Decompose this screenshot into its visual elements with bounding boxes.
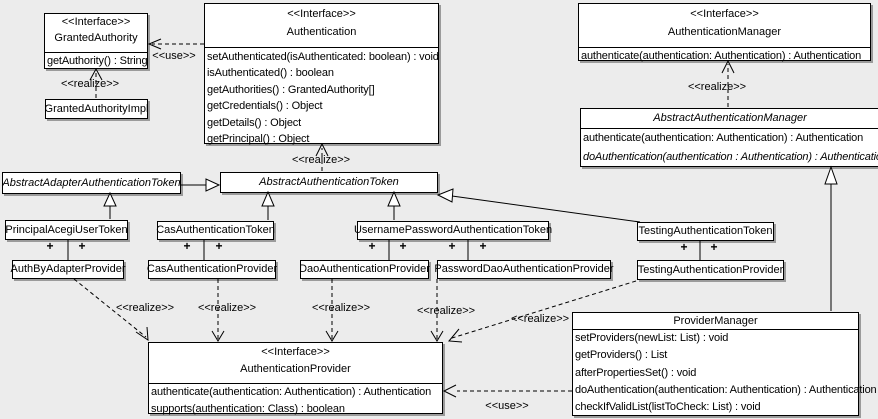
- multiplicity-plus: +: [710, 240, 718, 254]
- class-name: ProviderManager: [573, 313, 858, 330]
- class-name: Authentication: [286, 26, 357, 38]
- class-dao-authentication-provider[interactable]: DaoAuthenticationProvider: [299, 260, 430, 279]
- class-title: <<Interface>> AuthenticationManager: [579, 4, 870, 48]
- realize-label: <<realize>>: [510, 313, 570, 325]
- realize-label: <<realize>>: [311, 302, 371, 314]
- class-title: <<Interface>> AuthenticationProvider: [149, 343, 442, 384]
- class-name: PrincipalAcegiUserToken: [5, 223, 128, 236]
- multiplicity-plus: +: [46, 239, 54, 253]
- class-granted-authority[interactable]: <<Interface>> GrantedAuthority getAuthor…: [44, 13, 148, 69]
- method-row: authenticate(authentication: Authenticat…: [581, 50, 862, 62]
- method-row: getAuthority() : String: [47, 55, 148, 67]
- class-cas-authentication-provider[interactable]: CasAuthenticationProvider: [146, 260, 278, 279]
- class-cas-authentication-token[interactable]: CasAuthenticationToken: [156, 221, 275, 240]
- class-name: TestingAuthenticationToken: [638, 225, 773, 237]
- multiplicity-plus: +: [368, 239, 376, 253]
- multiplicity-plus: +: [680, 240, 688, 254]
- generalization-testing-token: [436, 188, 641, 223]
- stereotype-label: <<Interface>>: [61, 16, 131, 28]
- use-label: <<use>>: [152, 50, 196, 62]
- method-row: setAuthenticated(isAuthenticated: boolea…: [207, 51, 439, 63]
- use-edge-providermanager-to-authenticationprovider: [442, 384, 572, 398]
- class-name: PasswordDaoAuthenticationProvider: [434, 263, 614, 275]
- class-title: <<Interface>> GrantedAuthority: [45, 14, 147, 53]
- multiplicity-plus: +: [183, 239, 191, 253]
- use-edge-authentication-to-grantedauthority: [147, 38, 204, 50]
- method-row: getCredentials() : Object: [207, 100, 323, 113]
- class-username-password-authentication-token[interactable]: UsernamePasswordAuthenticationToken: [353, 221, 553, 240]
- class-abstract-authentication-manager[interactable]: AbstractAuthenticationManager authentica…: [580, 108, 878, 167]
- realize-label: <<realize>>: [115, 302, 175, 314]
- class-abstract-authentication-token[interactable]: AbstractAuthenticationToken: [220, 172, 438, 193]
- class-name: GrantedAuthority: [54, 32, 138, 44]
- method-row: getProviders() : List: [575, 349, 668, 362]
- class-name: UsernamePasswordAuthenticationToken: [353, 224, 553, 236]
- class-name: CasAuthenticationProvider: [146, 263, 278, 275]
- class-name: AbstractAuthenticationToken: [259, 176, 399, 188]
- class-name: TestingAuthenticationProvider: [637, 263, 784, 276]
- class-auth-by-adapter-provider[interactable]: AuthByAdapterProvider: [10, 260, 126, 279]
- method-row: doAuthentication(authentication : Authen…: [583, 151, 878, 163]
- realize-label: <<realize>>: [60, 78, 120, 90]
- generalization-usernamepassword-token: [387, 190, 401, 220]
- class-name: AuthByAdapterProvider: [10, 263, 126, 275]
- class-title: <<Interface>> Authentication: [205, 4, 438, 48]
- stereotype-label: <<Interface>>: [287, 8, 356, 20]
- class-name: AbstractAuthenticationManager: [581, 109, 878, 129]
- stereotype-label: <<Interface>>: [690, 8, 759, 20]
- method-row: isAuthenticated() : boolean: [207, 67, 334, 80]
- multiplicity-plus: +: [78, 239, 86, 253]
- class-provider-manager[interactable]: ProviderManager setProviders(newList: Li…: [572, 312, 877, 416]
- realize-label: <<realize>>: [416, 305, 476, 317]
- class-testing-authentication-provider[interactable]: TestingAuthenticationProvider: [637, 260, 784, 280]
- class-abstract-adapter-authentication-token[interactable]: AbstractAdapterAuthenticationToken: [2, 172, 181, 194]
- class-name: DaoAuthenticationProvider: [299, 263, 430, 275]
- class-name: GrantedAuthorityImpl: [44, 102, 149, 115]
- multiplicity-plus: +: [479, 239, 487, 253]
- class-authentication[interactable]: <<Interface>> Authentication setAuthenti…: [204, 3, 439, 146]
- class-name: CasAuthenticationToken: [156, 224, 275, 236]
- class-authentication-manager[interactable]: <<Interface>> AuthenticationManager auth…: [578, 3, 871, 62]
- class-granted-authority-impl[interactable]: GrantedAuthorityImpl: [45, 99, 148, 119]
- multiplicity-plus: +: [448, 239, 456, 253]
- method-row: setProviders(newList: List) : void: [575, 332, 729, 344]
- method-row: getDetails() : Object: [207, 116, 302, 129]
- class-authentication-provider[interactable]: <<Interface>> AuthenticationProvider aut…: [148, 342, 443, 415]
- method-row: authenticate(authentication: Authenticat…: [583, 132, 864, 144]
- multiplicity-plus: +: [215, 239, 223, 253]
- class-testing-authentication-token[interactable]: TestingAuthenticationToken: [637, 222, 774, 241]
- realize-label: <<realize>>: [687, 81, 747, 93]
- class-password-dao-authentication-provider[interactable]: PasswordDaoAuthenticationProvider: [434, 260, 614, 279]
- generalization-adapter-token: [181, 178, 221, 192]
- generalization-cas-token: [261, 190, 275, 220]
- method-row: authenticate(authentication: Authenticat…: [151, 386, 432, 398]
- class-principal-acegi-user-token[interactable]: PrincipalAcegiUserToken: [5, 220, 128, 240]
- use-label: <<use>>: [485, 400, 529, 412]
- realize-label: <<realize>>: [197, 302, 257, 314]
- method-row: afterPropertiesSet() : void: [575, 366, 697, 379]
- realize-label: <<realize>>: [291, 154, 351, 166]
- method-row: getAuthorities() : GrantedAuthority[]: [207, 83, 375, 96]
- method-row: checkIfValidList(listToCheck: List) : vo…: [575, 401, 761, 414]
- multiplicity-plus: +: [399, 239, 407, 253]
- class-name: AbstractAdapterAuthenticationToken: [2, 176, 181, 189]
- generalization-providermanager: [824, 165, 838, 311]
- generalization-principal-token: [103, 191, 117, 219]
- method-row: doAuthentication(authentication: Authent…: [575, 383, 877, 396]
- stereotype-label: <<Interface>>: [261, 346, 330, 358]
- class-name: AuthenticationProvider: [240, 363, 351, 375]
- method-row: supports(authentication: Class) : boolea…: [151, 402, 345, 415]
- method-row: getPrincipal() : Object: [207, 133, 310, 146]
- class-name: AuthenticationManager: [667, 26, 782, 38]
